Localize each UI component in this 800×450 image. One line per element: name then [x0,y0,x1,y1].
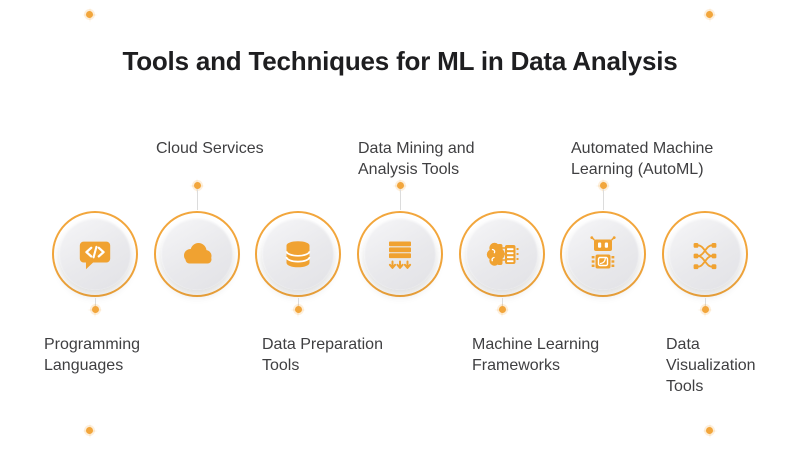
node-circle-inner [59,218,131,290]
connector-dot [91,306,99,313]
node-label: Data Mining and Analysis Tools [358,140,475,178]
corner-sparkle-icon [86,427,93,434]
connector-line [196,189,198,210]
node-circle [560,211,646,297]
node-circle [154,211,240,297]
cloud-icon [184,243,212,264]
brain-chip-icon [486,242,519,266]
corner-sparkle-icon [86,11,93,18]
connector-dot [396,182,404,189]
node-label: Data Preparation Tools [262,336,383,374]
connector-dot [193,182,201,189]
connector-dot [599,182,607,189]
node-circle [357,211,443,297]
node-label: Programming Languages [44,336,141,374]
node-label: Machine Learning Frameworks [472,336,600,374]
connector-dot [498,306,506,313]
node-label: Data Visualization Tools [666,336,756,395]
database-icon [285,241,311,268]
node-circle-inner [262,218,334,290]
connector-line [602,189,604,210]
node-circle [662,211,748,297]
node-circle [459,211,545,297]
connector-dot [701,306,709,313]
node-circle-inner [161,218,233,290]
code-speech-bubble-icon [79,241,111,270]
corner-sparkle-icon [706,427,713,434]
node-label: Cloud Services [156,140,264,157]
node-circle-inner [466,218,538,290]
robot-processor-icon [590,236,616,269]
stacked-bars-download-icon [388,241,412,269]
node-circle-inner [364,218,436,290]
node-circle-inner [669,218,741,290]
node-circle [255,211,341,297]
node-circle [52,211,138,297]
corner-sparkle-icon [706,11,713,18]
connector-line [399,189,401,210]
connector-dot [294,306,302,313]
page-title: Tools and Techniques for ML in Data Anal… [122,46,678,76]
node-circle-inner [567,218,639,290]
node-label: Automated Machine Learning (AutoML) [571,140,714,178]
network-nodes-icon [693,243,717,270]
